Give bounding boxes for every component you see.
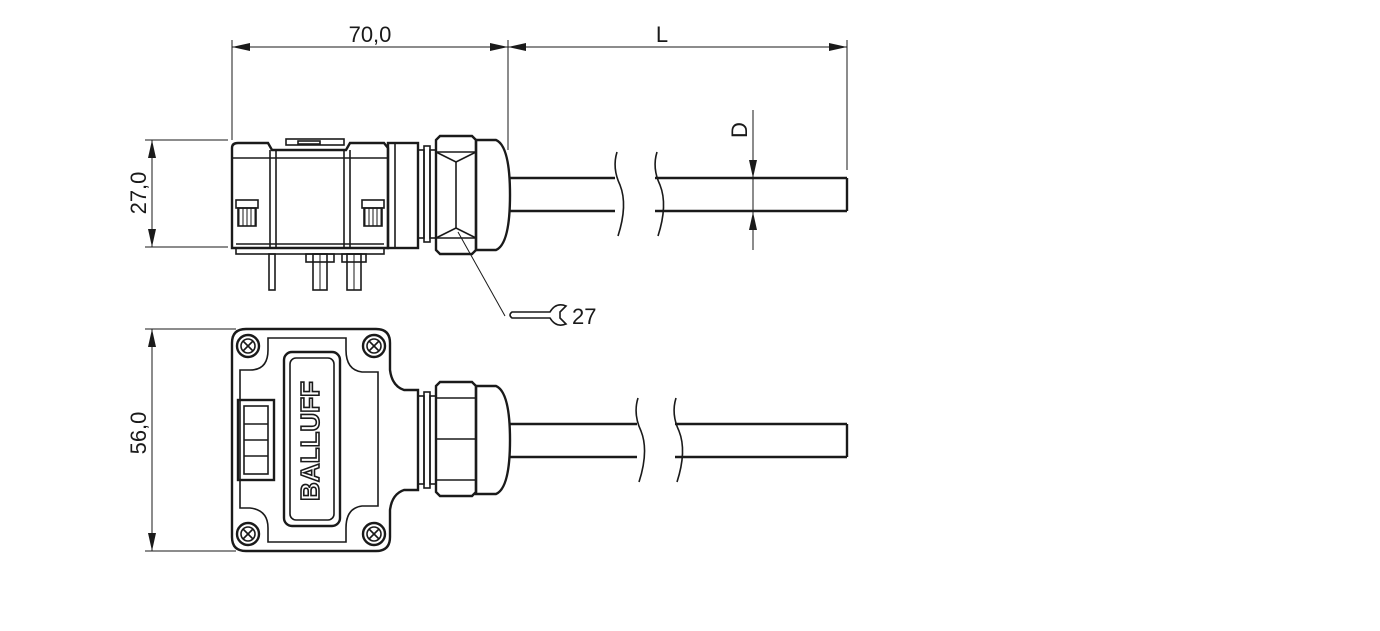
screw-top-right <box>361 333 387 359</box>
screw-left-side <box>235 199 259 227</box>
side-view <box>230 134 849 317</box>
contact-pins <box>268 253 367 291</box>
dimension-length-module: 70,0 <box>231 22 509 150</box>
connector-window <box>236 398 276 482</box>
screw-bottom-right <box>361 521 387 547</box>
screw-top-left <box>235 333 261 359</box>
dimension-height-side: 27,0 <box>126 139 228 248</box>
thread-side <box>417 145 437 243</box>
thread-top <box>417 391 437 489</box>
top-view: BALLUFF <box>230 327 849 553</box>
dimension-label-D: D <box>727 122 752 138</box>
dimension-label-70: 70,0 <box>349 22 392 47</box>
cable-gland-nut-side <box>434 134 478 256</box>
dimension-label-27: 27,0 <box>126 172 151 215</box>
wrench-icon <box>509 304 568 326</box>
dimension-length-cable: L <box>508 22 848 170</box>
dimension-label-56: 56,0 <box>126 412 151 455</box>
logo-panel: BALLUFF <box>282 350 342 528</box>
dimension-cable-diameter: D <box>727 110 757 250</box>
dimension-height-top: 56,0 <box>126 328 236 552</box>
screw-bottom-left <box>235 521 261 547</box>
screw-right-side <box>361 199 385 227</box>
cable-gland-nut-top <box>434 380 478 498</box>
wrench-size-label: 27 <box>572 304 596 329</box>
brand-logo: BALLUFF <box>295 381 325 501</box>
cable-top <box>510 397 849 483</box>
cable-side <box>510 151 849 237</box>
dimension-label-L: L <box>656 22 668 47</box>
